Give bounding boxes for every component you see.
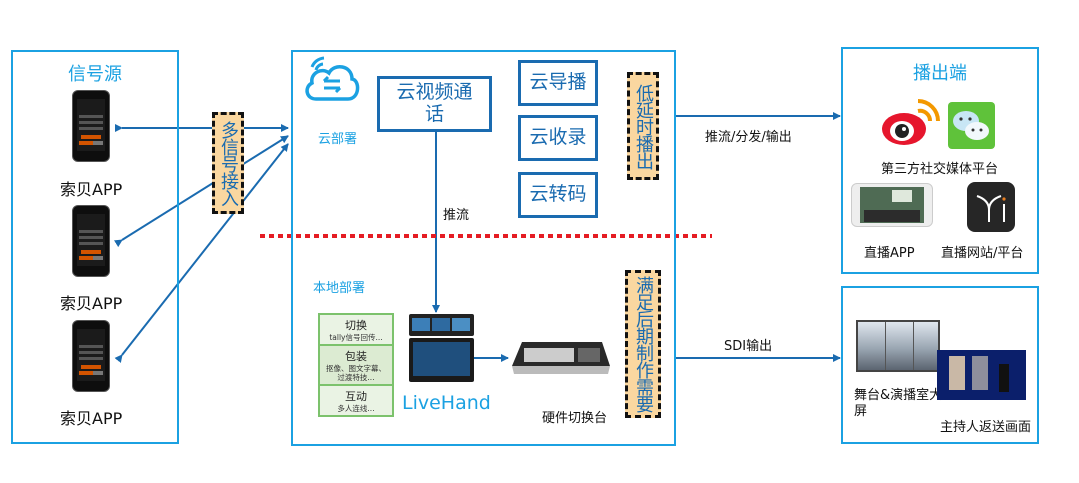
social-platform-label: 第三方社交媒体平台 [881,162,999,177]
push-stream-label: 推流 [443,208,470,223]
arrow-bidirectional-phone3 [114,143,289,363]
stage-screen-label: 舞台&演播室大屏 [854,388,943,420]
live-site-label: 直播网站/平台 [941,246,1024,261]
signal-source-title: 信号源 [68,64,122,85]
cloud-transcode-box: 云转码 [518,172,598,218]
cloud-director-box: 云导播 [518,60,598,106]
signal-source-panel: 信号源 [11,50,179,444]
sdi-output-label: SDI输出 [724,339,773,354]
live-app-image [851,183,933,227]
cloud-video-call-box: 云视频通话 [377,76,492,132]
hardware-switcher-label: 硬件切换台 [542,411,608,426]
platform-panel [291,50,676,446]
video-wall-image [856,320,940,372]
local-deploy-label: 本地部署 [313,281,366,296]
feature-packaging: 包装抠像、图文字幕、过渡特技... [320,346,392,386]
device-label: 索贝APP [60,294,123,313]
hardware-switcher-image [512,342,610,374]
cloud-record-box: 云收录 [518,115,598,161]
livehand-label: LiveHand [402,392,491,414]
live-app-label: 直播APP [864,246,915,261]
low-latency-tag: 低延时播出 [627,72,659,180]
output-title: 播出端 [913,63,967,84]
screens-panel [841,286,1039,444]
yi-live-site-icon [967,182,1015,232]
post-production-tag: 满足后期制作需要 [625,270,661,418]
device-label: 索贝APP [60,180,123,199]
output-panel: 播出端 [841,47,1039,274]
host-return-image [937,350,1026,400]
weibo-icon [882,99,940,145]
cloud-deploy-label: 云部署 [318,132,358,147]
cloud-icon [305,56,360,101]
feature-interaction: 互动多人连线... [337,390,375,413]
host-return-label: 主持人返送画面 [940,420,1032,435]
push-distribute-label: 推流/分发/输出 [705,130,792,145]
smartphone-icon [72,320,110,392]
livehand-device-image [409,314,474,382]
multi-signal-tag: 多信号接入 [212,112,244,214]
smartphone-icon [72,205,110,277]
smartphone-icon [72,90,110,162]
device-label: 索贝APP [60,409,123,428]
wechat-icon [948,102,995,149]
